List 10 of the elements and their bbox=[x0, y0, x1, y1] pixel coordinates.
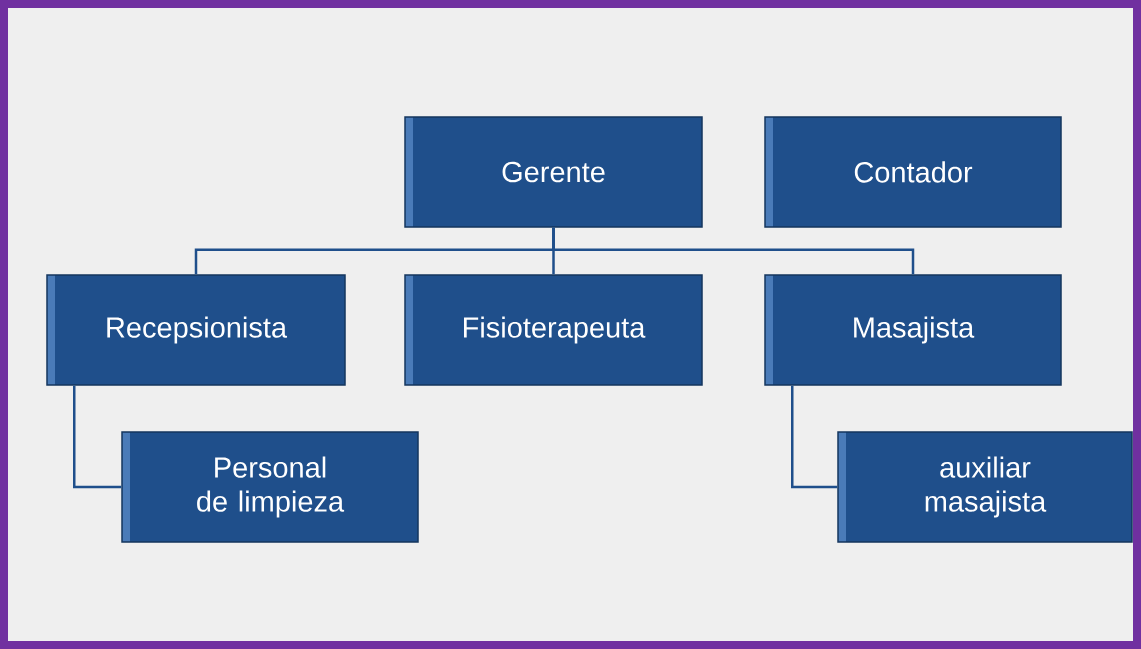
connector-line bbox=[791, 385, 838, 489]
org-box: auxiliar masajista bbox=[837, 431, 1133, 543]
connector-line bbox=[552, 227, 915, 275]
org-box: Personal de limpieza bbox=[121, 431, 419, 543]
org-box: Gerente bbox=[404, 116, 703, 228]
org-box: Masajista bbox=[764, 274, 1062, 386]
org-box: Recepsionista bbox=[46, 274, 346, 386]
org-box: Fisioterapeuta bbox=[404, 274, 703, 386]
connector-line bbox=[73, 385, 122, 489]
org-box: Contador bbox=[764, 116, 1062, 228]
